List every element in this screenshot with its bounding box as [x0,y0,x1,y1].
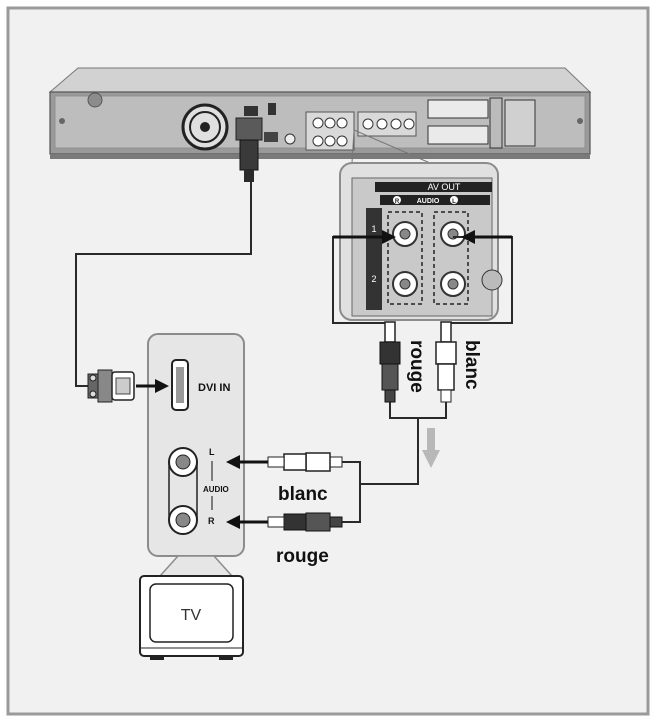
channel-l-label: L [452,199,456,205]
white-cable-label: blanc [278,484,328,505]
dvi-plug [87,369,135,403]
av-out-detail: AV OUT R AUDIO L 1 2 [339,162,503,321]
white-cable-label-vertical: blanc [461,340,482,390]
recorder-rear-panel [48,67,592,182]
row-2-label: 2 [371,274,376,284]
dvi-arrow-icon [155,379,169,393]
red-cable-label-vertical: rouge [406,340,427,393]
rca-plug-red-vertical [379,321,401,403]
av-out-label: AV OUT [428,182,461,192]
row-1-label: 1 [371,224,376,234]
direction-arrow-icon [422,428,440,468]
tv-icon: TV [139,575,244,660]
channel-r-label: R [395,199,400,205]
insert-arrows [333,230,512,244]
rca-plug-red-horizontal [267,512,343,532]
tv-audio-r-label: R [208,516,215,526]
av-audio-label: AUDIO [417,198,440,205]
tv-label: TV [181,607,202,624]
dvi-in-label: DVI IN [198,382,230,394]
tv-audio-l-label: L [209,447,215,457]
tv-input-panel: DVI IN L AUDIO R [147,333,245,577]
rca-plug-white-vertical [435,321,457,403]
tv-audio-label: AUDIO [203,485,229,494]
red-cable-label: rouge [276,546,329,567]
rca-plug-white-horizontal [267,452,343,472]
scart-connector [427,99,489,119]
